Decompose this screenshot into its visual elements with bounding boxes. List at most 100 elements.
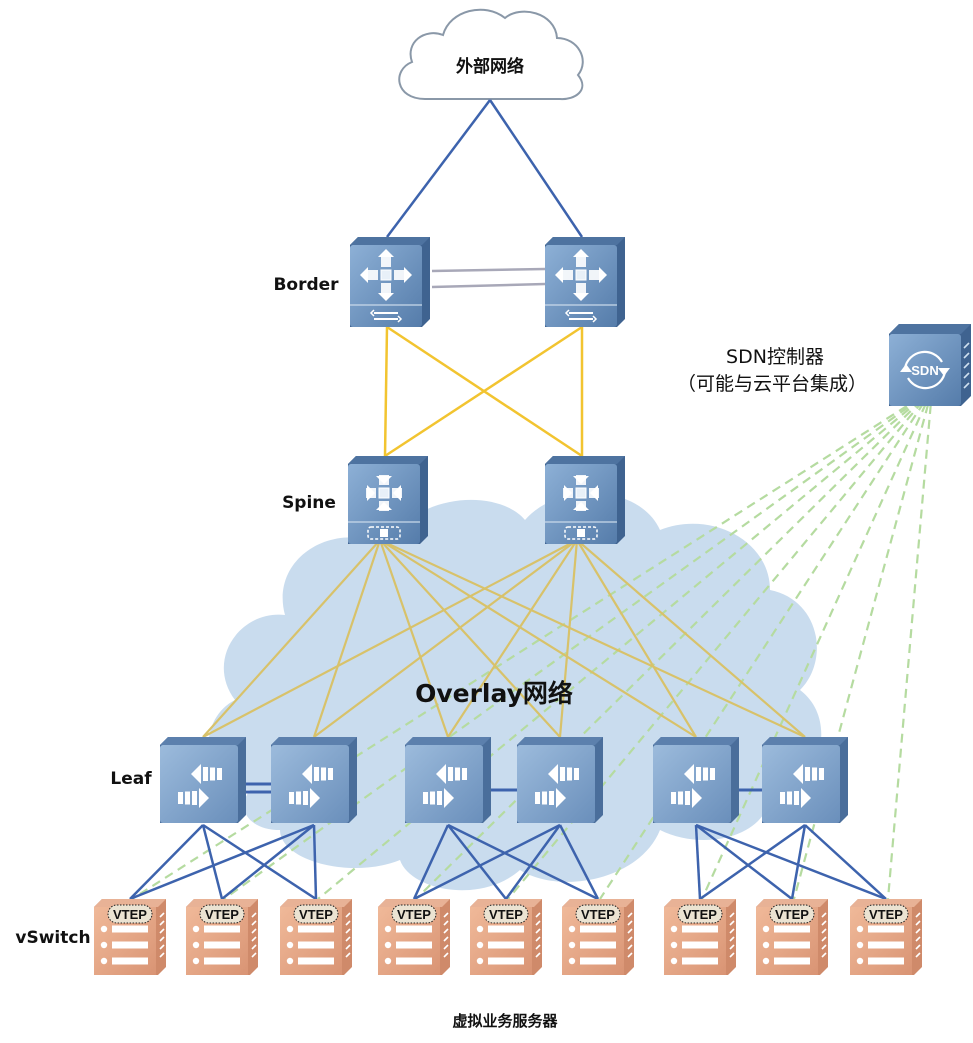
sdn-controller-label: SDN控制器	[726, 346, 824, 368]
list-line	[868, 957, 904, 965]
vtep-badge	[391, 904, 437, 924]
controller-server-link	[131, 389, 933, 900]
list-line	[682, 941, 718, 949]
server-vent	[915, 928, 921, 934]
list-line	[298, 925, 334, 933]
server-vent	[627, 920, 633, 926]
list-line	[396, 925, 432, 933]
list-bullet-icon	[384, 925, 392, 933]
leaf-6-switch	[762, 737, 848, 823]
server-vent	[535, 952, 541, 958]
bidirectional-arrows-icon	[423, 764, 467, 808]
links	[129, 99, 887, 901]
spine-leaf-link	[447, 539, 578, 738]
controller-vent	[963, 342, 970, 349]
spine-leaf-link	[378, 539, 450, 738]
icon-arrowhead	[555, 267, 563, 283]
server-vent	[443, 920, 449, 926]
spine-leaf-link	[576, 539, 806, 738]
list-bullet-icon	[568, 925, 576, 933]
device-face	[517, 745, 595, 823]
server-vent	[915, 936, 921, 942]
controller-server-link	[700, 389, 934, 900]
vtep-badge	[863, 904, 909, 924]
list-bullet-icon	[568, 941, 576, 949]
icon-bar	[394, 270, 404, 280]
server-vent	[535, 928, 541, 934]
server-vent	[345, 928, 351, 934]
server-vent	[535, 912, 541, 918]
list-line	[682, 925, 718, 933]
server-vent	[535, 936, 541, 942]
vtep-label: VTEP	[869, 907, 903, 922]
server-top	[470, 899, 542, 907]
server-vent	[729, 912, 735, 918]
server-5: VTEP	[470, 899, 542, 975]
router-cross-arrows-icon	[360, 249, 412, 301]
list-bullet-icon	[286, 925, 294, 933]
bidirectional-arrows-icon	[289, 764, 333, 808]
external-border-link	[386, 99, 491, 238]
spine-leaf-link	[313, 539, 578, 738]
leaf-label: Leaf	[110, 769, 152, 789]
device-top	[517, 737, 603, 745]
sdn-icon-text: SDN	[911, 363, 938, 378]
list-line	[488, 941, 524, 949]
leaf-server-link	[447, 824, 507, 900]
list-bullet-icon	[568, 957, 576, 965]
icon-arrowhead	[573, 476, 589, 484]
overlay-network-label: Overlay网络	[415, 679, 573, 708]
list-bullet-icon	[762, 957, 770, 965]
server-vent	[251, 912, 257, 918]
list-line	[112, 925, 148, 933]
list-bullet-icon	[100, 941, 108, 949]
device-face	[405, 745, 483, 823]
icon-arrowhead	[367, 485, 375, 501]
leaf-server-link	[558, 824, 600, 900]
list-line	[488, 925, 524, 933]
leaf-server-link	[804, 824, 887, 900]
list-line	[112, 957, 148, 965]
list-bullet-icon	[192, 925, 200, 933]
vtep-label: VTEP	[397, 907, 431, 922]
server-vent	[535, 920, 541, 926]
device-top	[271, 737, 357, 745]
list-line	[204, 957, 240, 965]
server-vent	[821, 944, 827, 950]
vtep-badge	[575, 904, 621, 924]
list-line	[298, 941, 334, 949]
icon-bar	[576, 283, 586, 293]
device-top	[160, 737, 246, 745]
icon-core	[575, 487, 587, 499]
vtep-label: VTEP	[299, 907, 333, 922]
icon-arrowhead	[376, 476, 392, 484]
vtep-badge	[483, 904, 529, 924]
device-top	[348, 456, 428, 464]
leaf-server-link	[447, 823, 599, 901]
leaf-3-switch	[405, 737, 491, 823]
vtep-label: VTEP	[581, 907, 615, 922]
icon-arrowhead	[573, 502, 589, 510]
vtep-badge	[293, 904, 339, 924]
icon-arrowhead	[376, 502, 392, 510]
servers-caption: 虚拟业务服务器	[452, 1012, 558, 1030]
server-vent	[729, 936, 735, 942]
device-top	[653, 737, 739, 745]
list-bullet-icon	[856, 957, 864, 965]
vtep-badge	[769, 904, 815, 924]
server-vent	[443, 912, 449, 918]
server-vent	[627, 912, 633, 918]
sdn-controller: SDN	[889, 324, 971, 406]
server-7: VTEP	[664, 899, 736, 975]
list-line	[488, 957, 524, 965]
list-line	[396, 941, 432, 949]
server-8: VTEP	[756, 899, 828, 975]
server-vent	[821, 936, 827, 942]
icon-arrowhead	[378, 293, 394, 301]
server-vent	[443, 928, 449, 934]
server-vent	[627, 944, 633, 950]
server-vent	[345, 912, 351, 918]
controller-vent	[963, 352, 970, 359]
server-2: VTEP	[186, 899, 258, 975]
server-vent	[915, 944, 921, 950]
